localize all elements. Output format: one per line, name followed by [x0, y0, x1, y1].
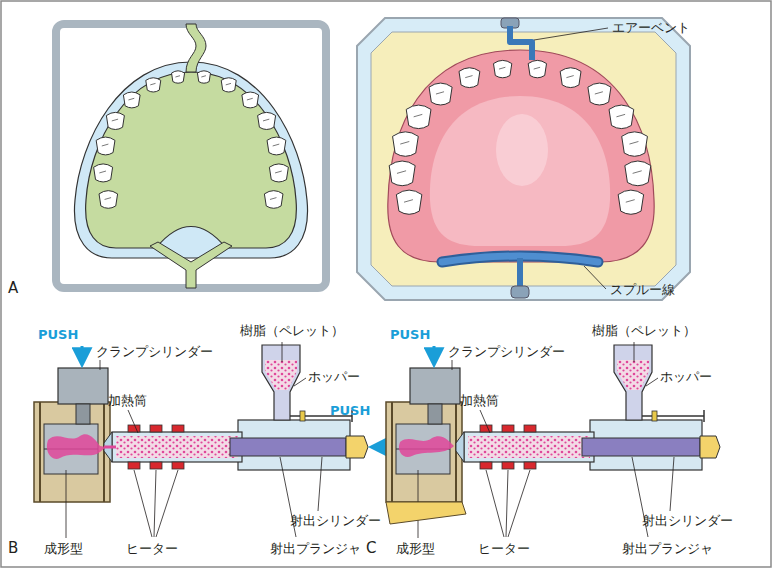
- tooth: [528, 60, 546, 77]
- part-label: 樹脂（ペレット）: [592, 322, 696, 339]
- push-label: PUSH: [38, 326, 78, 343]
- tooth-groove: [226, 83, 231, 85]
- tooth-groove: [247, 98, 253, 100]
- tooth-groove: [404, 200, 413, 203]
- panel-letter: C: [366, 540, 376, 557]
- tooth-groove: [175, 76, 180, 77]
- tooth-groove: [566, 76, 573, 78]
- tooth: [221, 78, 236, 92]
- push-label: PUSH: [390, 326, 430, 343]
- tooth-groove: [626, 200, 635, 203]
- tooth: [172, 71, 185, 83]
- tooth: [94, 164, 113, 182]
- tooth-groove: [270, 198, 277, 200]
- tooth-groove: [465, 76, 472, 78]
- part-label: 加熱筒: [460, 392, 499, 409]
- tooth-groove: [633, 171, 642, 174]
- tooth: [106, 112, 124, 129]
- tooth: [197, 71, 210, 83]
- part-label: 加熱筒: [108, 392, 147, 409]
- part-label: ヒーター: [126, 540, 178, 557]
- tooth: [588, 83, 611, 105]
- tooth-groove: [616, 114, 625, 116]
- part-label: クランプシリンダー: [448, 343, 565, 360]
- push-label: PUSH: [330, 402, 370, 419]
- tooth-groove: [436, 92, 444, 94]
- tooth: [258, 112, 276, 129]
- tooth-groove: [397, 171, 406, 174]
- tooth: [625, 161, 651, 186]
- part-label: 射出シリンダー: [290, 512, 381, 529]
- part-label: クランプシリンダー: [96, 343, 213, 360]
- tooth-groove: [99, 171, 106, 173]
- part-label: ホッパー: [660, 368, 712, 385]
- tooth-groove: [629, 141, 638, 144]
- tooth: [406, 105, 431, 128]
- tooth: [146, 78, 161, 92]
- tooth: [609, 105, 634, 128]
- tooth: [493, 60, 511, 77]
- part-label: スプルー線: [610, 281, 675, 298]
- tooth: [123, 92, 140, 108]
- tooth-groove: [263, 119, 269, 121]
- tooth: [242, 92, 259, 108]
- tooth: [269, 164, 288, 182]
- tooth-groove: [414, 114, 423, 116]
- tooth-groove: [128, 98, 134, 100]
- part-label: ホッパー: [308, 368, 360, 385]
- part-label: ヒーター: [478, 540, 530, 557]
- tooth: [622, 132, 648, 156]
- tooth: [389, 161, 415, 186]
- tooth: [96, 137, 115, 155]
- denture-flask-figure: [357, 18, 690, 300]
- part-label: 射出プランジャ: [270, 540, 361, 557]
- panel-letter: B: [8, 540, 18, 557]
- tooth-groove: [595, 92, 603, 94]
- part-label: 射出シリンダー: [642, 512, 733, 529]
- tooth: [393, 132, 419, 156]
- tooth-groove: [201, 76, 206, 77]
- part-label: 樹脂（ペレット）: [240, 322, 344, 339]
- injection-machine-b: [34, 342, 384, 538]
- tooth-groove: [105, 198, 112, 200]
- injection-machine-c: [386, 342, 720, 538]
- panel-letter: A: [8, 280, 18, 297]
- tooth-groove: [275, 171, 282, 173]
- tooth: [459, 68, 480, 88]
- part-label: 射出プランジャ: [622, 540, 713, 557]
- part-label: 成形型: [396, 540, 435, 557]
- tooth: [618, 190, 643, 214]
- part-label: エアーベント: [612, 19, 690, 36]
- tooth: [560, 68, 581, 88]
- tooth-groove: [534, 67, 540, 69]
- tooth-groove: [102, 144, 109, 146]
- tooth-groove: [112, 119, 118, 121]
- part-label: 成形型: [44, 540, 83, 557]
- tooth: [267, 137, 286, 155]
- tooth: [264, 191, 283, 209]
- tooth-groove: [499, 67, 505, 69]
- tooth: [99, 191, 118, 209]
- flask-sprue-figure: [56, 24, 326, 288]
- tooth: [396, 190, 421, 214]
- tooth-groove: [400, 141, 409, 144]
- tooth: [429, 83, 452, 105]
- tooth-groove: [150, 83, 155, 85]
- tooth-groove: [273, 144, 280, 146]
